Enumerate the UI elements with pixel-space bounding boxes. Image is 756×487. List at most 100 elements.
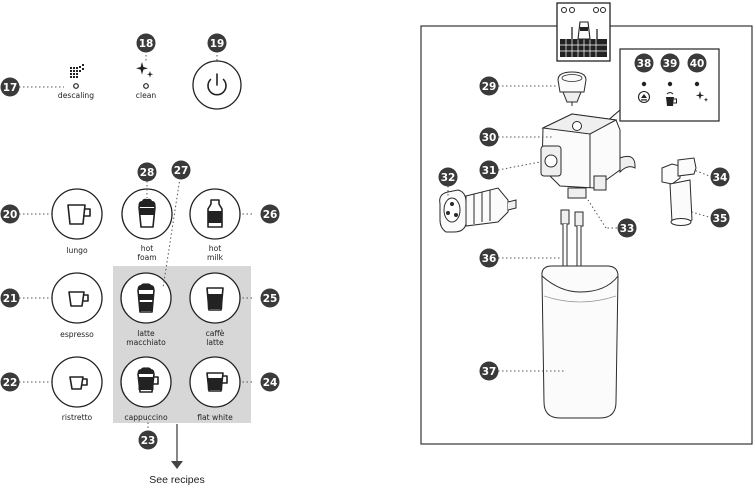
- latte-macchiato-label-1: latte: [137, 329, 155, 338]
- flat-white-cup-icon: [206, 372, 228, 392]
- callout-19: 19: [207, 33, 227, 53]
- power-button[interactable]: [192, 60, 242, 110]
- svg-text:34: 34: [713, 172, 728, 184]
- right-leader-lines: [447, 85, 713, 372]
- caffe-latte-glass-icon: [206, 287, 224, 311]
- cap-part: [557, 71, 587, 106]
- lungo-button[interactable]: [51, 188, 103, 240]
- callout-38: 38: [634, 53, 654, 73]
- descaling-icon: [70, 64, 84, 78]
- hot-foam-label-2: foam: [137, 253, 156, 262]
- callout-35: 35: [710, 208, 730, 228]
- lungo-cup-icon: [67, 204, 91, 225]
- clean-sparkle-icon: [695, 91, 709, 102]
- svg-text:29: 29: [482, 81, 497, 93]
- espresso-button[interactable]: [51, 272, 103, 324]
- latte-macchiato-label-2: macchiato: [126, 338, 166, 347]
- svg-text:18: 18: [139, 38, 154, 50]
- svg-text:32: 32: [441, 172, 456, 184]
- svg-text:17: 17: [3, 82, 18, 94]
- callout-20: 20: [0, 204, 20, 224]
- callout-39: 39: [660, 53, 680, 73]
- caffe-latte-label-1: caffè: [206, 329, 225, 338]
- callout-36: 36: [479, 248, 499, 268]
- flat-white-label: flat white: [197, 413, 233, 422]
- svg-text:27: 27: [174, 165, 189, 177]
- callout-32: 32: [438, 167, 458, 187]
- callout-25: 25: [260, 288, 280, 308]
- descaling-label: descaling: [58, 91, 94, 100]
- callout-22: 22: [0, 372, 20, 392]
- descaling-indicator: descaling: [58, 64, 94, 100]
- callout-24: 24: [260, 372, 280, 392]
- latte-glass-icon: [137, 283, 155, 313]
- clean-indicator: clean: [136, 62, 157, 100]
- svg-text:39: 39: [663, 58, 678, 70]
- svg-text:35: 35: [713, 213, 728, 225]
- callout-27: 27: [171, 160, 191, 180]
- svg-text:22: 22: [3, 377, 18, 389]
- svg-text:20: 20: [3, 209, 18, 221]
- svg-text:36: 36: [482, 253, 497, 265]
- ristretto-button[interactable]: [51, 356, 103, 408]
- cappuccino-cup-icon: [137, 367, 159, 393]
- flat-white-button[interactable]: [189, 356, 241, 408]
- espresso-cup-icon: [68, 291, 89, 307]
- callout-31: 31: [479, 160, 499, 180]
- svg-text:21: 21: [3, 293, 18, 305]
- spout-part: [661, 157, 697, 226]
- hot-foam-button[interactable]: [121, 188, 173, 240]
- espresso-label: espresso: [60, 330, 94, 339]
- callout-34: 34: [710, 167, 730, 187]
- sparkle-icon: [136, 62, 154, 78]
- callout-37: 37: [479, 361, 499, 381]
- hot-milk-button[interactable]: [189, 188, 241, 240]
- caffe-latte-button[interactable]: [189, 272, 241, 324]
- control-panel-thumbnail: [556, 2, 611, 62]
- svg-text:24: 24: [263, 377, 278, 389]
- hot-milk-label-2: milk: [207, 253, 224, 262]
- svg-text:38: 38: [637, 58, 652, 70]
- hot-milk-label-1: hot: [209, 244, 221, 253]
- callout-18: 18: [136, 33, 156, 53]
- svg-text:33: 33: [620, 223, 635, 235]
- callout-33: 33: [617, 218, 637, 238]
- svg-text:31: 31: [482, 165, 497, 177]
- svg-text:37: 37: [482, 366, 497, 378]
- svg-text:40: 40: [690, 58, 705, 70]
- panel-dots-icon: [561, 7, 606, 13]
- callout-30: 30: [479, 127, 499, 147]
- callout-23: 23: [138, 430, 158, 450]
- ristretto-cup-icon: [69, 376, 88, 390]
- svg-text:19: 19: [210, 38, 225, 50]
- cappuccino-button[interactable]: [120, 356, 172, 408]
- left-leader-lines: [19, 51, 252, 432]
- svg-text:25: 25: [263, 293, 278, 305]
- callout-17: 17: [0, 77, 20, 97]
- eject-icon: [637, 90, 651, 104]
- milk-container-part: [541, 265, 619, 419]
- hot-foam-label-1: hot: [141, 244, 153, 253]
- caffe-latte-label-2: latte: [206, 338, 224, 347]
- callout-28: 28: [137, 162, 157, 182]
- lungo-label: lungo: [66, 246, 88, 255]
- svg-text:23: 23: [141, 435, 156, 447]
- latte-macchiato-button[interactable]: [120, 272, 172, 324]
- svg-text:30: 30: [482, 132, 497, 144]
- svg-text:28: 28: [140, 167, 155, 179]
- frother-body-part: [540, 113, 636, 199]
- cappuccino-label: cappuccino: [124, 413, 168, 422]
- callout-21: 21: [0, 288, 20, 308]
- power-icon: [207, 73, 227, 96]
- callout-29: 29: [479, 76, 499, 96]
- whisk-part: [439, 187, 517, 233]
- see-recipes-link[interactable]: See recipes: [149, 474, 204, 486]
- svg-text:26: 26: [263, 209, 278, 221]
- ristretto-label: ristretto: [62, 413, 93, 422]
- callout-40: 40: [687, 53, 707, 73]
- milk-bottle-icon: [207, 199, 223, 228]
- clean-label: clean: [136, 91, 157, 100]
- callout-26: 26: [260, 204, 280, 224]
- foam-glass-icon: [138, 198, 156, 228]
